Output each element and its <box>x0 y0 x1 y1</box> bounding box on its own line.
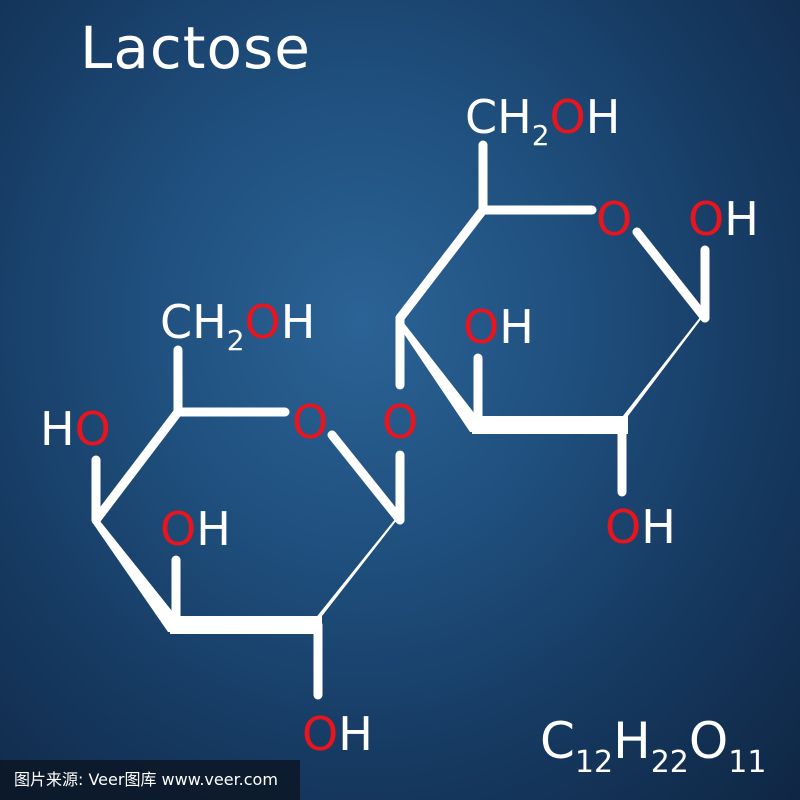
label-right-oh-top: OH <box>688 192 759 246</box>
wedge-right-c3-c2 <box>472 416 628 434</box>
molecular-formula: C12H22O11 <box>540 712 766 780</box>
bond-right-o-c1 <box>632 227 710 323</box>
label-left-ho: HO <box>40 402 111 456</box>
wedge-left-c4-c3 <box>92 516 176 632</box>
bond-right-c5-c4 <box>395 205 488 323</box>
label-left-oh-mid: OH <box>160 502 231 556</box>
label-right-ring-oxygen: O <box>596 192 632 246</box>
wedge-bonds <box>92 314 705 634</box>
wedge-left-c2-c1 <box>306 516 400 634</box>
wedge-right-c2-c1 <box>612 314 705 434</box>
label-left-oh-bottom: OH <box>302 707 373 761</box>
bond-left-o-c1 <box>327 430 405 525</box>
label-right-ch2oh: CH2OH <box>465 90 620 152</box>
wedge-right-c4-c3 <box>396 318 478 432</box>
bond-left-c5-c4 <box>91 407 183 525</box>
label-right-oh-mid: OH <box>463 300 534 354</box>
wedge-left-c3-c2 <box>170 616 322 634</box>
label-left-ring-oxygen: O <box>292 395 328 449</box>
label-left-ch2oh: CH2OH <box>160 295 315 357</box>
bonds <box>91 140 710 700</box>
label-glycosidic-oxygen: O <box>382 395 418 449</box>
label-right-oh-bottom: OH <box>605 500 676 554</box>
molecule-title: Lactose <box>80 14 311 82</box>
image-source-watermark: 图片来源: Veer图库 www.veer.com <box>0 760 300 800</box>
